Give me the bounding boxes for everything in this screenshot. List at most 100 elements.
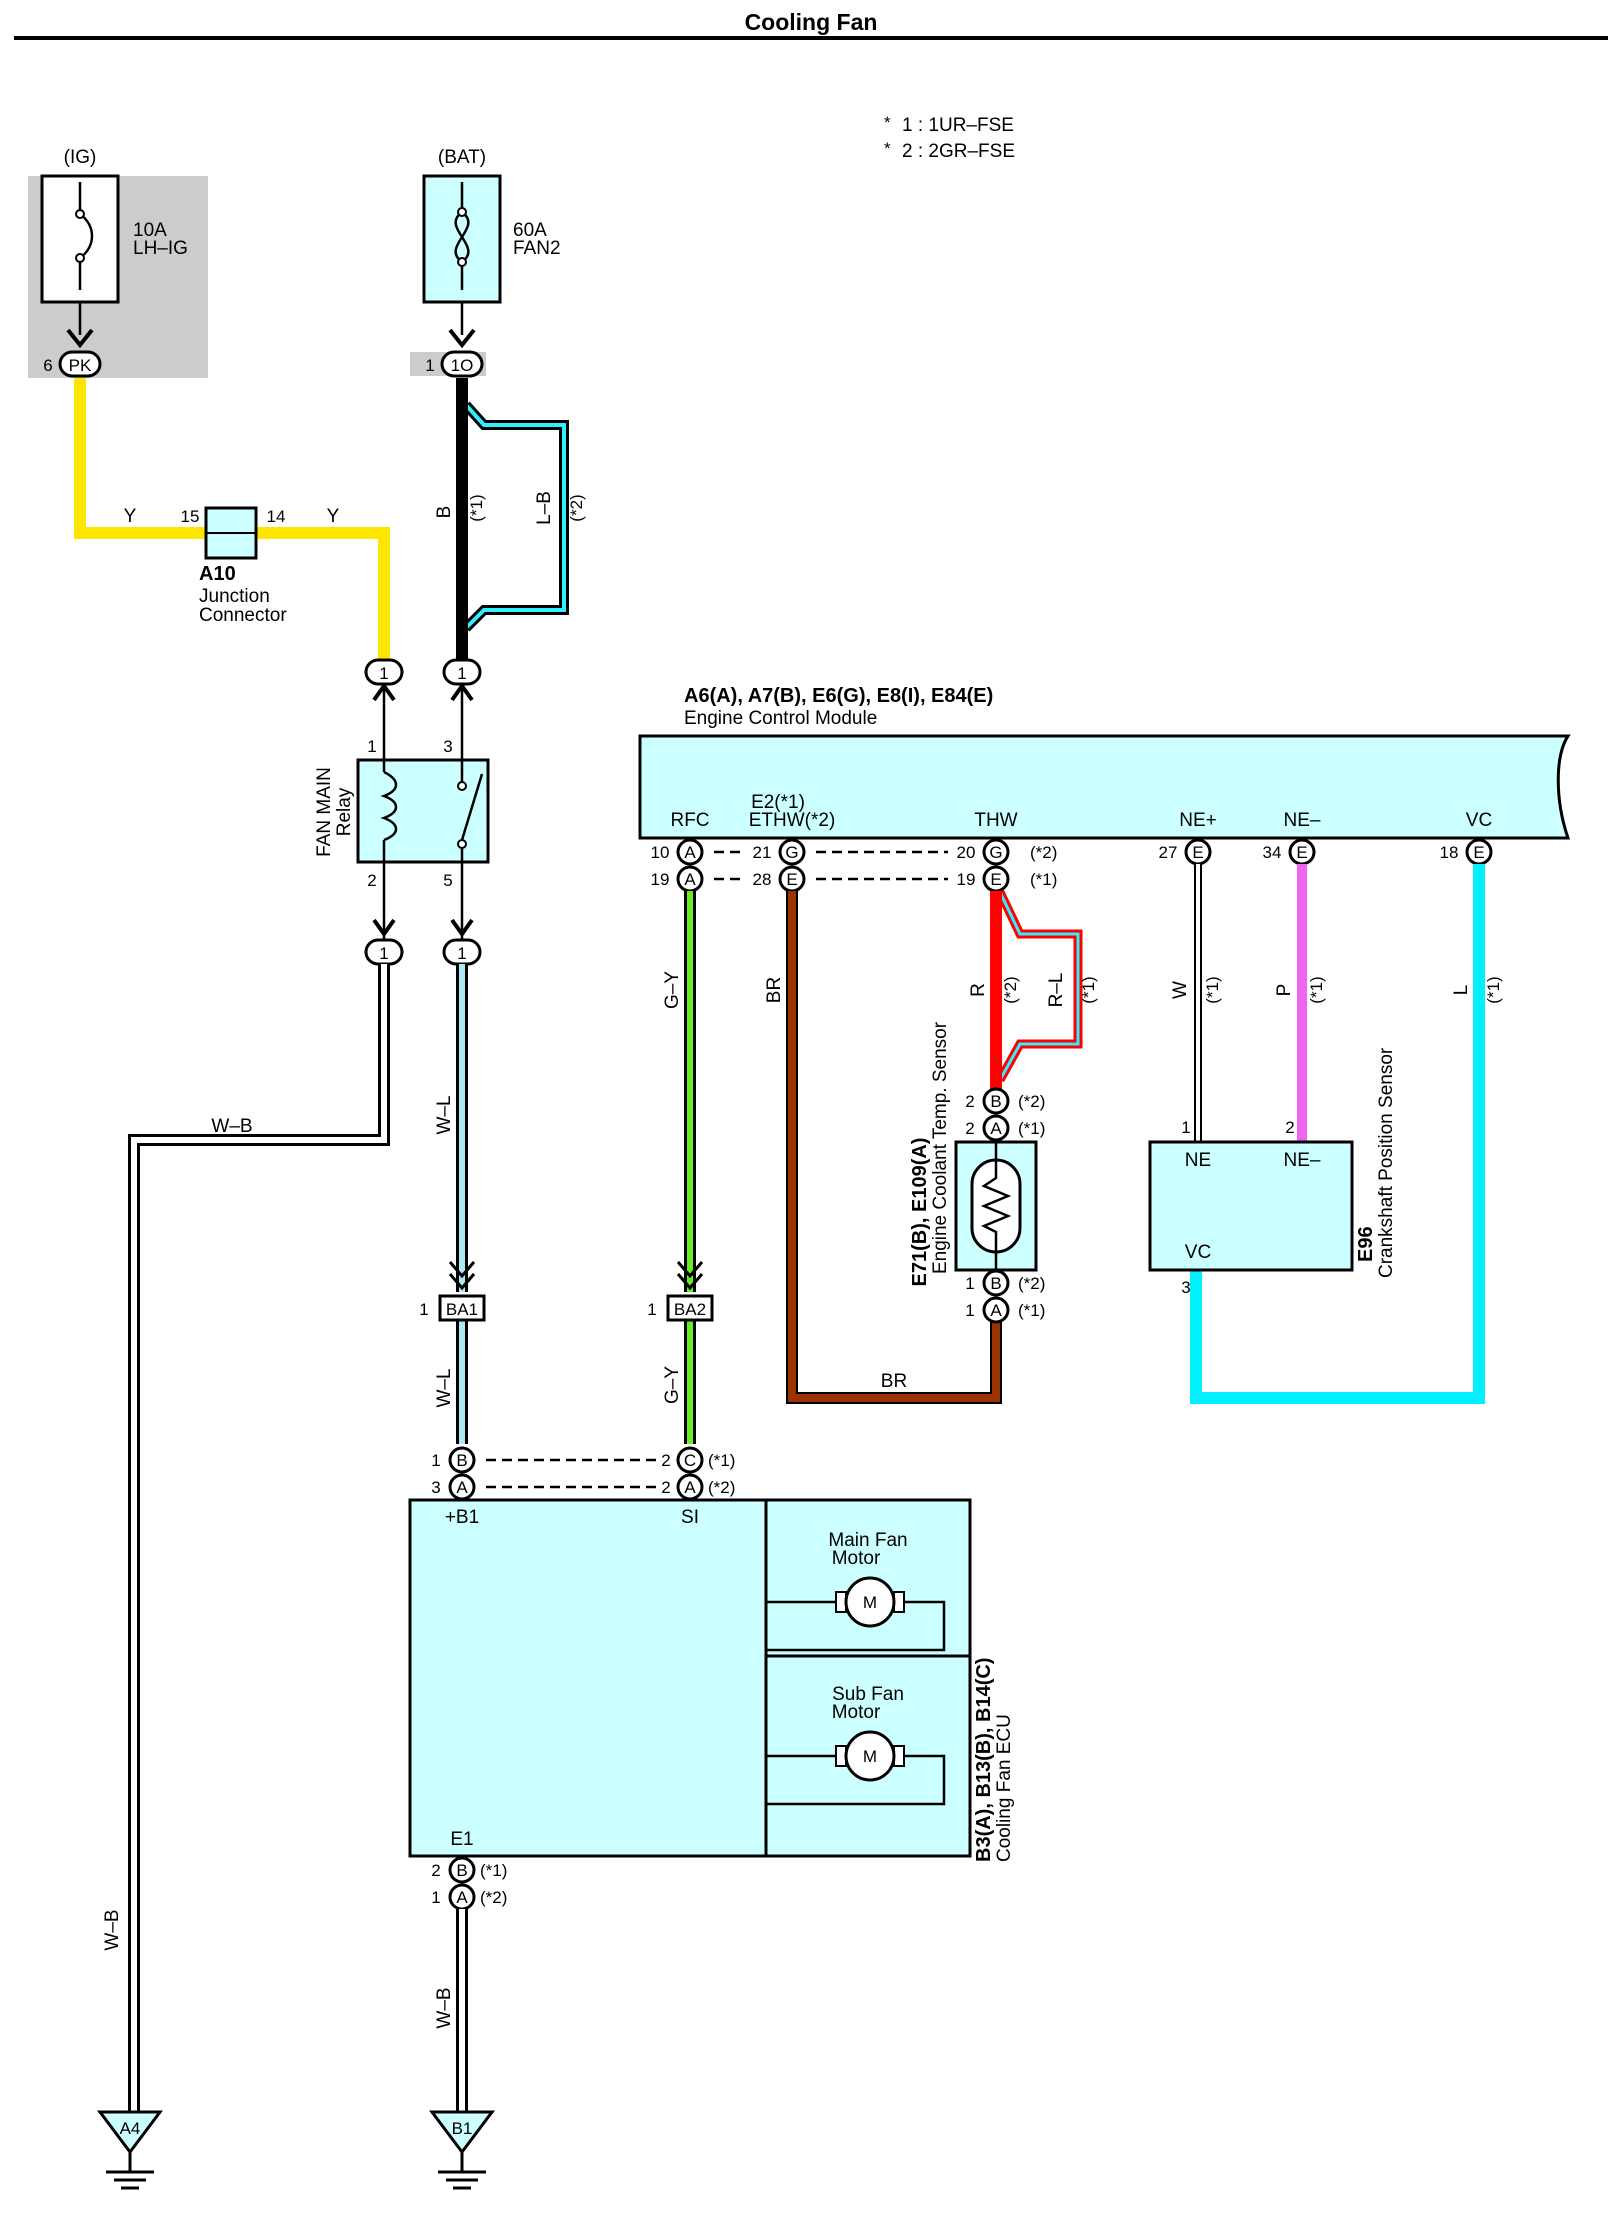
svg-text:Junction: Junction <box>199 586 270 607</box>
svg-text:2: 2 <box>431 1861 440 1880</box>
note-star-1: * <box>884 113 891 132</box>
svg-text:Y: Y <box>124 506 137 527</box>
svg-text:1: 1 <box>647 1300 656 1319</box>
svg-text:C: C <box>684 1451 696 1470</box>
wire-r-l <box>998 891 1080 1081</box>
svg-text:2: 2 <box>661 1451 670 1470</box>
svg-text:E1: E1 <box>450 1829 473 1850</box>
bat-fuse-amp: 60A <box>513 220 547 241</box>
ecm-pin-row: 10 A 19 A 21 G 28 E 20 G (*2) 19 E (*1) … <box>651 838 1493 893</box>
svg-text:1: 1 <box>431 1888 440 1907</box>
svg-text:E: E <box>786 870 797 889</box>
svg-text:W: W <box>1170 981 1191 999</box>
svg-text:Motor: Motor <box>832 1548 881 1569</box>
svg-text:W–B: W–B <box>102 1909 123 1950</box>
engine-control-module <box>638 734 1571 840</box>
wire-w-b-relay <box>131 964 387 2112</box>
fan-main-relay <box>356 758 490 864</box>
svg-text:B1: B1 <box>452 2119 473 2138</box>
fan-ecu-input-pins: 1 B 3 A 2 C (*1) 2 A (*2) <box>431 1446 735 1501</box>
svg-text:A: A <box>684 1478 696 1497</box>
bat-fuse-name: FAN2 <box>513 238 561 259</box>
svg-text:NE–: NE– <box>1284 810 1321 831</box>
svg-text:E: E <box>990 870 1001 889</box>
svg-text:19: 19 <box>957 870 976 889</box>
svg-text:W–L: W–L <box>434 1368 455 1407</box>
svg-text:1: 1 <box>965 1301 974 1320</box>
svg-text:(*1): (*1) <box>708 1451 735 1470</box>
svg-text:1: 1 <box>379 944 388 963</box>
note-1: 1 : 1UR–FSE <box>902 115 1014 136</box>
svg-text:A: A <box>456 1888 468 1907</box>
relay-coil-icon <box>380 760 398 862</box>
svg-text:A: A <box>684 843 696 862</box>
svg-text:SI: SI <box>681 1507 699 1528</box>
svg-text:(*1): (*1) <box>1484 976 1503 1003</box>
svg-text:P: P <box>1274 984 1295 997</box>
thermistor-icon <box>980 1142 1012 1270</box>
relay-label: FAN MAIN <box>314 767 335 857</box>
svg-text:E2(*1): E2(*1) <box>751 792 805 813</box>
fan-ecu-name: Cooling Fan ECU <box>994 1714 1015 1862</box>
svg-text:18: 18 <box>1440 843 1459 862</box>
note-star-2: * <box>884 139 891 158</box>
svg-text:2: 2 <box>965 1092 974 1111</box>
svg-text:2: 2 <box>965 1119 974 1138</box>
ecm-codes: A6(A), A7(B), E6(G), E8(I), E84(E) <box>684 685 993 707</box>
svg-text:(*1): (*1) <box>1018 1119 1045 1138</box>
svg-text:+B1: +B1 <box>445 1507 479 1528</box>
svg-text:Relay: Relay <box>334 787 355 836</box>
svg-text:B: B <box>456 1451 467 1470</box>
svg-text:(*1): (*1) <box>467 494 486 521</box>
svg-text:G–Y: G–Y <box>662 1366 683 1404</box>
svg-text:6: 6 <box>43 356 52 375</box>
svg-text:VC: VC <box>1185 1242 1211 1263</box>
svg-text:(*1): (*1) <box>1018 1301 1045 1320</box>
svg-text:B: B <box>456 1861 467 1880</box>
svg-text:Connector: Connector <box>199 605 287 626</box>
cooling-fan-ecu <box>408 1498 972 1858</box>
svg-text:(*1): (*1) <box>1079 976 1098 1003</box>
svg-text:1: 1 <box>457 944 466 963</box>
svg-text:(*2): (*2) <box>1018 1274 1045 1293</box>
svg-text:(*2): (*2) <box>1030 843 1057 862</box>
relay-switch-icon <box>460 760 484 862</box>
svg-text:G: G <box>989 843 1002 862</box>
fan-ecu-ground-pins: 2 B (*1) 1 A (*2) <box>431 1856 507 1911</box>
main-fan-motor-icon: M <box>835 1576 905 1628</box>
svg-text:E: E <box>1296 843 1307 862</box>
crankshaft-position-sensor <box>1148 1140 1354 1272</box>
svg-text:BR: BR <box>764 977 785 1003</box>
svg-text:W–L: W–L <box>434 1095 455 1134</box>
svg-text:B: B <box>990 1274 1001 1293</box>
svg-text:1: 1 <box>1181 1118 1190 1137</box>
bat-connector-1o <box>440 350 484 378</box>
svg-text:A: A <box>990 1119 1002 1138</box>
svg-text:1: 1 <box>425 356 434 375</box>
svg-text:PK: PK <box>69 356 92 375</box>
svg-text:1: 1 <box>379 664 388 683</box>
svg-text:(*2): (*2) <box>1001 976 1020 1003</box>
svg-text:21: 21 <box>753 843 772 862</box>
sub-fan-motor-icon: M <box>835 1730 905 1782</box>
svg-text:BA2: BA2 <box>674 1300 706 1319</box>
svg-text:L: L <box>1451 985 1472 996</box>
wire-l <box>1190 864 1485 1404</box>
svg-text:W–B: W–B <box>211 1116 252 1137</box>
svg-text:Motor: Motor <box>832 1702 881 1723</box>
note-2: 2 : 2GR–FSE <box>902 141 1015 162</box>
svg-text:3: 3 <box>1181 1278 1190 1297</box>
connector-ba1 <box>438 1294 486 1322</box>
crank-sensor-code: E96 <box>1355 1226 1377 1262</box>
svg-text:ETHW(*2): ETHW(*2) <box>749 810 836 831</box>
svg-text:15: 15 <box>181 507 200 526</box>
svg-text:A4: A4 <box>120 2119 141 2138</box>
svg-text:Sub Fan: Sub Fan <box>832 1684 904 1705</box>
wire-br <box>788 891 1000 1402</box>
svg-text:A: A <box>684 870 696 889</box>
svg-text:14: 14 <box>267 507 286 526</box>
svg-text:1O: 1O <box>451 356 474 375</box>
svg-text:3: 3 <box>431 1478 440 1497</box>
